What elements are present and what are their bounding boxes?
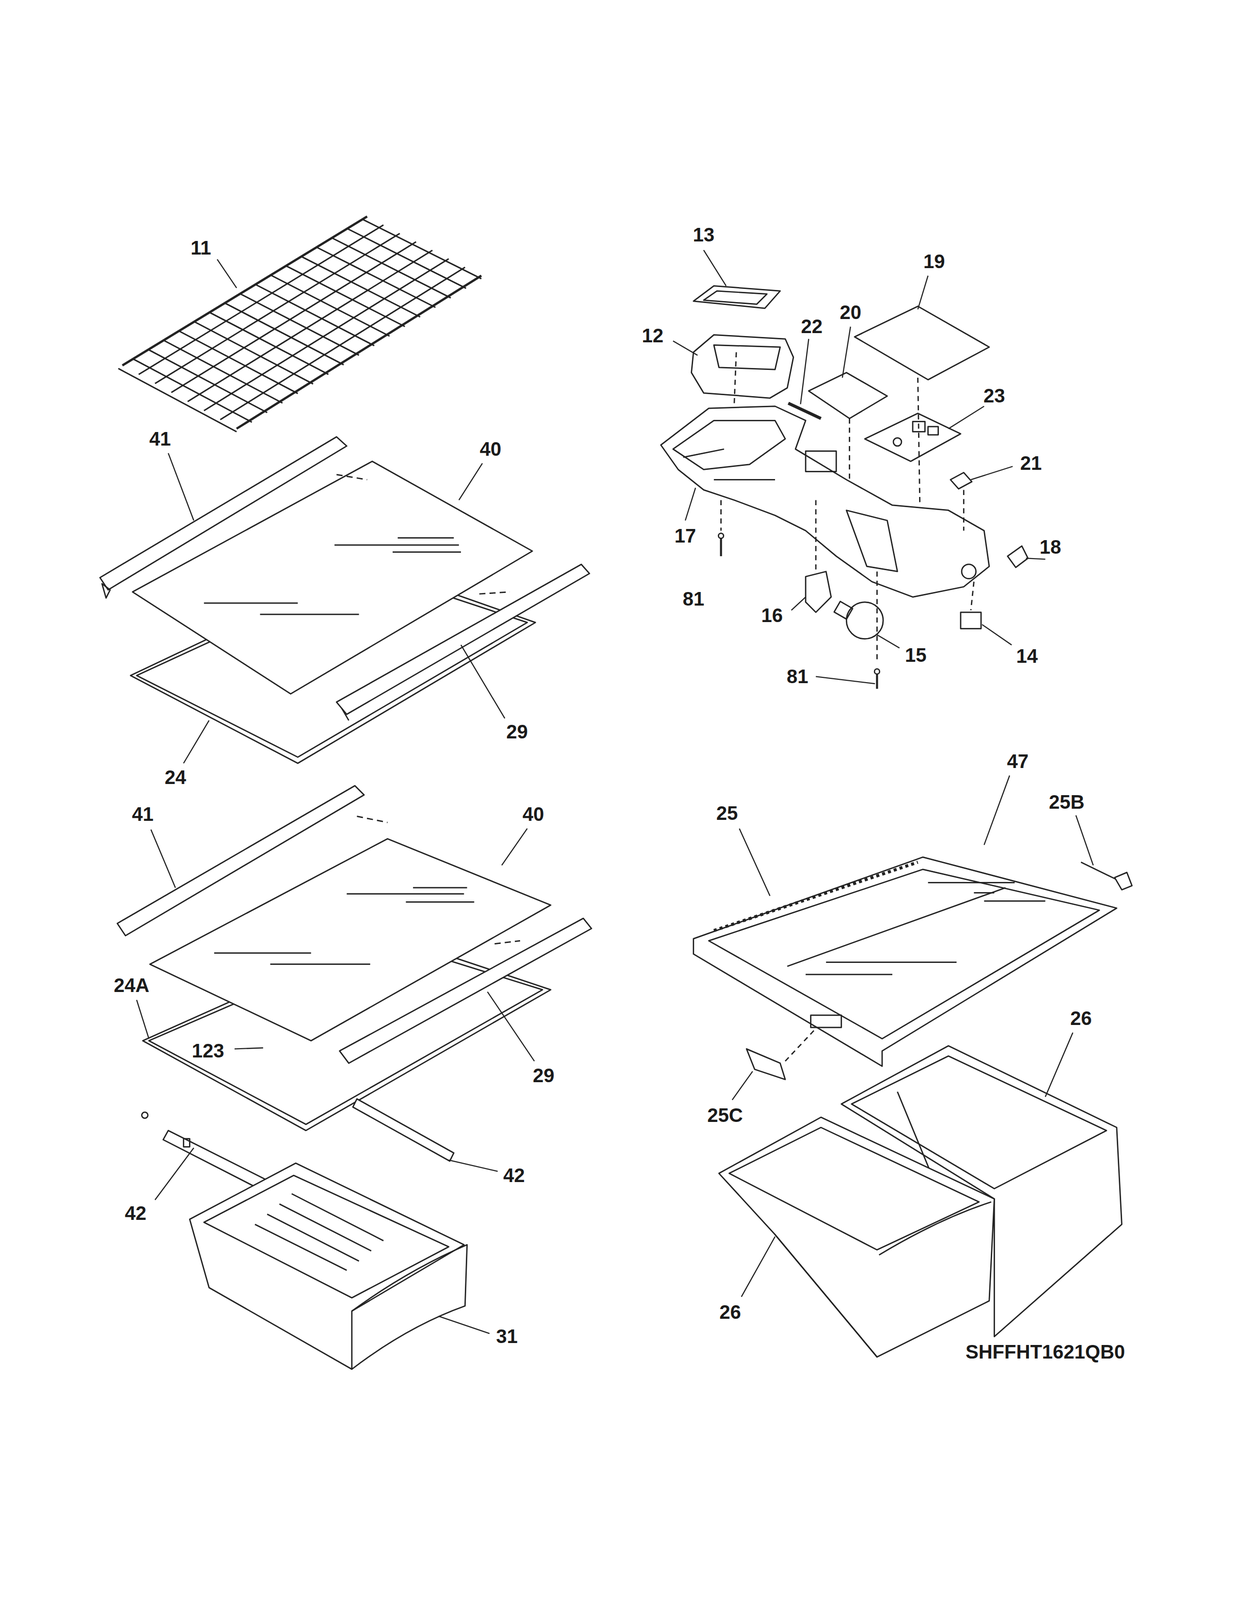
switch [960, 612, 982, 629]
callout-number: 24A [113, 975, 150, 995]
cover-bracket [746, 1048, 786, 1079]
callout-number: 40 [522, 804, 545, 824]
shelf-wire [301, 256, 421, 317]
callout-number: 14 [1015, 646, 1038, 666]
shelf-wire [171, 241, 416, 393]
shelf-wire [363, 219, 482, 279]
shelf-wire [138, 224, 384, 375]
callout-number: 12 [641, 325, 664, 346]
shelf-wire [347, 228, 466, 289]
drawer-slide [352, 1098, 454, 1161]
shelf-wire [316, 247, 436, 308]
shelf-wire [240, 293, 360, 355]
callout-number: 26 [1070, 1008, 1093, 1028]
callout-number: 20 [839, 302, 862, 322]
shelf-wire [255, 284, 375, 346]
callout-number: 41 [149, 428, 172, 449]
callout-number: 16 [760, 605, 783, 625]
callout-number: 29 [506, 721, 528, 742]
cover-bracket [1114, 871, 1133, 890]
callout-number: 18 [1039, 537, 1062, 557]
shelf-wire [122, 216, 367, 366]
shelf-wire [155, 233, 400, 384]
shelf-wire [209, 312, 329, 375]
lamp-socket [805, 571, 832, 613]
shelf-wire [194, 321, 314, 384]
board-cover [808, 372, 888, 419]
wire-shelf [118, 216, 482, 432]
filter-housing [691, 334, 793, 398]
shelf-wire [286, 266, 405, 327]
callout-number: 40 [479, 439, 502, 459]
callout-number: 31 [495, 1326, 518, 1346]
shelf-wire [236, 275, 482, 429]
callout-number: 23 [983, 385, 1006, 406]
control-board [864, 413, 961, 462]
shelf-wire [271, 275, 390, 336]
callout-number: 47 [1007, 751, 1030, 771]
shelf-trim [99, 436, 347, 590]
callout-number: 81 [682, 588, 705, 609]
callout-number: 42 [503, 1165, 525, 1185]
light-housing [660, 406, 989, 597]
shelf-wire [179, 331, 298, 394]
callout-number: 123 [191, 1040, 225, 1061]
shelf-wire [225, 303, 344, 365]
callout-number: 21 [1020, 453, 1043, 473]
shelf-wire [332, 237, 451, 298]
callout-number: 25 [716, 803, 739, 823]
shelf-wire [164, 340, 283, 403]
clip [950, 472, 972, 490]
callout-number: 42 [125, 1203, 147, 1223]
cover-plate [854, 306, 990, 380]
callout-number: 25B [1048, 792, 1085, 812]
shelf-wire [220, 267, 465, 420]
shelf-wire [204, 258, 449, 411]
shelf-wire [148, 349, 268, 413]
shelf-wire [118, 368, 237, 432]
shelf-trim [339, 918, 592, 1063]
callout-number: 19 [923, 251, 946, 271]
shelf-trim [336, 564, 590, 714]
shelf-wire [187, 250, 433, 402]
crisper-cover [693, 856, 1117, 1066]
callout-number: 81 [786, 666, 809, 686]
callout-number: 17 [674, 525, 697, 546]
callout-number: 11 [190, 237, 211, 258]
shelf-trim [117, 785, 365, 936]
callout-number: 29 [532, 1065, 555, 1085]
callout-number: 25C [707, 1105, 743, 1125]
crisper-bin [718, 1116, 995, 1357]
knob [1007, 545, 1029, 568]
callout-number: 22 [801, 316, 824, 336]
glass-shelf [132, 460, 533, 694]
diagram-code: SHFFHT1621QB0 [965, 1341, 1126, 1362]
shelf-wire [133, 359, 253, 423]
callout-number: 15 [904, 645, 927, 665]
filter [693, 285, 781, 309]
callout-number: 13 [692, 224, 715, 245]
callout-number: 41 [131, 804, 154, 824]
callout-number: 26 [719, 1301, 742, 1322]
callout-number: 24 [164, 767, 187, 787]
